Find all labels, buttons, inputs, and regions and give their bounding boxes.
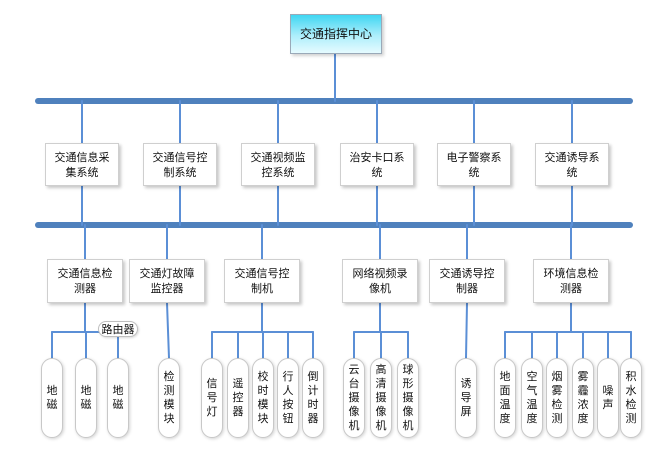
- subsystem-down-link-4: [465, 302, 468, 359]
- device-node-2-2: 校 时 模 块: [252, 358, 274, 438]
- subsystem-node-5: 环境信息检 测器: [533, 259, 609, 303]
- router-label: 路由器: [98, 321, 138, 337]
- device-node-5-3: 雾 霾 浓 度: [572, 358, 594, 438]
- device-node-5-0: 地 面 温 度: [494, 358, 516, 438]
- device-node-5-4: 噪 声: [597, 358, 619, 438]
- device-node-3-0: 云 台 摄 像 机: [343, 358, 365, 438]
- device-node-0-2: 地 磁: [107, 358, 129, 438]
- device-node-1-0: 检 测 模 块: [158, 358, 180, 438]
- subsystem-node-1: 交通灯故障 监控器: [129, 259, 205, 303]
- system-node-2: 交通视频监 控系统: [241, 143, 315, 186]
- device-node-2-3: 行 人 按 钮: [277, 358, 299, 438]
- system-node-3: 治安卡口系 统: [340, 143, 414, 186]
- system-node-4: 电子警察系 统: [437, 143, 511, 186]
- device-node-4-0: 诱 导 屏: [455, 358, 477, 438]
- subsystem-node-0: 交通信息检 测器: [47, 259, 123, 303]
- system-node-1: 交通信号控 制系统: [143, 143, 217, 186]
- system-node-5: 交通诱导系 统: [535, 143, 609, 186]
- device-node-5-2: 烟 雾 检 测: [546, 358, 568, 438]
- device-node-2-1: 遥 控 器: [227, 358, 249, 438]
- device-node-2-4: 倒 计 时 器: [302, 358, 324, 438]
- device-node-0-0: 地 磁: [41, 358, 63, 438]
- device-node-2-0: 信 号 灯: [201, 358, 223, 438]
- device-node-5-1: 空 气 温 度: [521, 358, 543, 438]
- subsystem-node-4: 交通诱导控 制器: [429, 259, 505, 303]
- subsystem-node-2: 交通信号控 制机: [224, 259, 300, 303]
- subsystem-node-3: 网络视频录 像机: [342, 259, 418, 303]
- root-node-traffic-command-center: 交通指挥中心: [290, 14, 382, 54]
- device-node-3-1: 高 清 摄 像 机: [370, 358, 392, 438]
- device-node-3-2: 球 形 摄 像 机: [397, 358, 419, 438]
- system-node-0: 交通信息采 集系统: [45, 143, 119, 186]
- subsystem-down-link-1: [166, 302, 170, 359]
- device-node-5-5: 积 水 检 测: [620, 358, 642, 438]
- device-node-0-1: 地 磁: [75, 358, 97, 438]
